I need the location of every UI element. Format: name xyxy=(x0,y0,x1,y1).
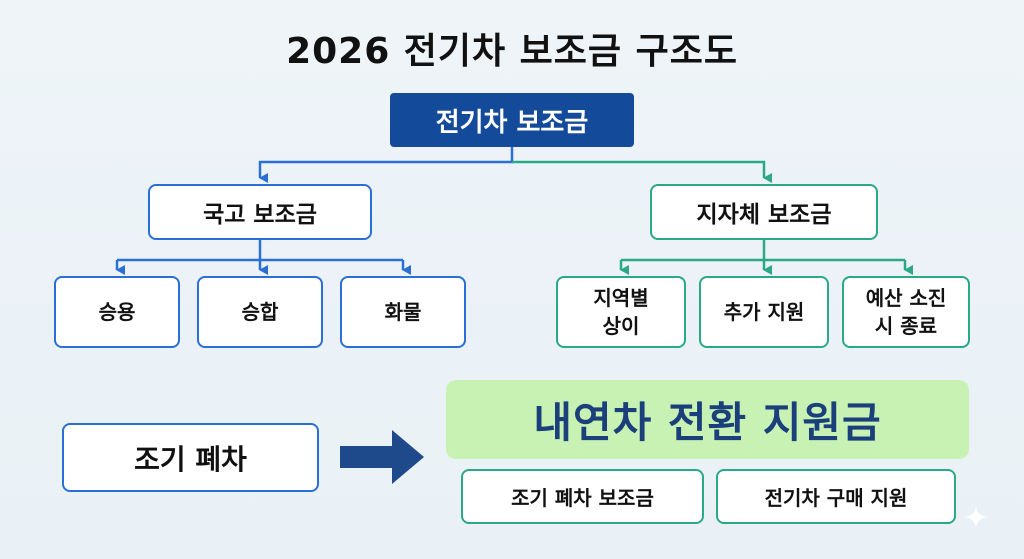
local-item-extra-label: 추가 지원 xyxy=(723,300,805,324)
local-item-regional-line2: 상이 xyxy=(602,314,640,338)
sparkle-icon xyxy=(964,505,988,529)
national-subsidy-node: 국고 보조금 xyxy=(148,184,372,240)
national-item-passenger: 승용 xyxy=(54,276,180,348)
scrappage-subsidy-node: 조기 폐차 보조금 xyxy=(461,469,704,524)
local-item-budget-line1: 예산 소진 xyxy=(865,286,947,310)
local-item-regional-line1: 지역별 xyxy=(593,286,649,310)
connector-local-leaves xyxy=(621,240,905,262)
national-item-van: 승합 xyxy=(197,276,323,348)
local-item-budget-line2: 시 종료 xyxy=(874,314,938,338)
connector-root-national xyxy=(258,147,514,183)
local-item-regional: 지역별 상이 xyxy=(556,276,686,348)
local-item-budget: 예산 소진 시 종료 xyxy=(842,276,970,348)
page-title: 2026 전기차 보조금 구조도 xyxy=(286,31,738,72)
root-node: 전기차 보조금 xyxy=(390,93,634,147)
connector-root-local xyxy=(512,160,772,183)
ev-purchase-support-node: 전기차 구매 지원 xyxy=(716,469,956,524)
conversion-arrow xyxy=(340,430,424,484)
connector-national-leaves xyxy=(117,240,403,262)
national-item-truck: 화물 xyxy=(340,276,466,348)
local-subsidy-node: 지자체 보조금 xyxy=(650,184,878,240)
local-item-extra: 추가 지원 xyxy=(699,276,829,348)
conversion-subsidy-title: 내연차 전환 지원금 xyxy=(446,380,969,459)
early-scrappage-node: 조기 폐차 xyxy=(62,423,319,492)
